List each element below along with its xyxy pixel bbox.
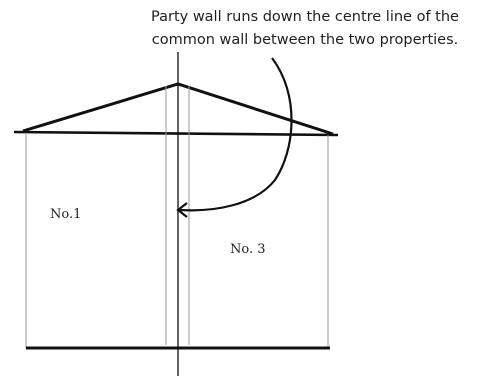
annotation-text: Party wall runs down the centre line of …: [135, 6, 475, 52]
annotation-line-2: common wall between the two properties.: [151, 32, 459, 48]
arrow-head-icon: [176, 202, 188, 218]
annotation-line-1: Party wall runs down the centre line of …: [151, 9, 459, 25]
property-label-no3: No. 3: [230, 242, 266, 257]
property-label-no1: No.1: [50, 207, 82, 222]
eaves-line: [13, 130, 339, 137]
roof-outline: [22, 82, 334, 136]
annotation-arrow: [179, 57, 293, 212]
